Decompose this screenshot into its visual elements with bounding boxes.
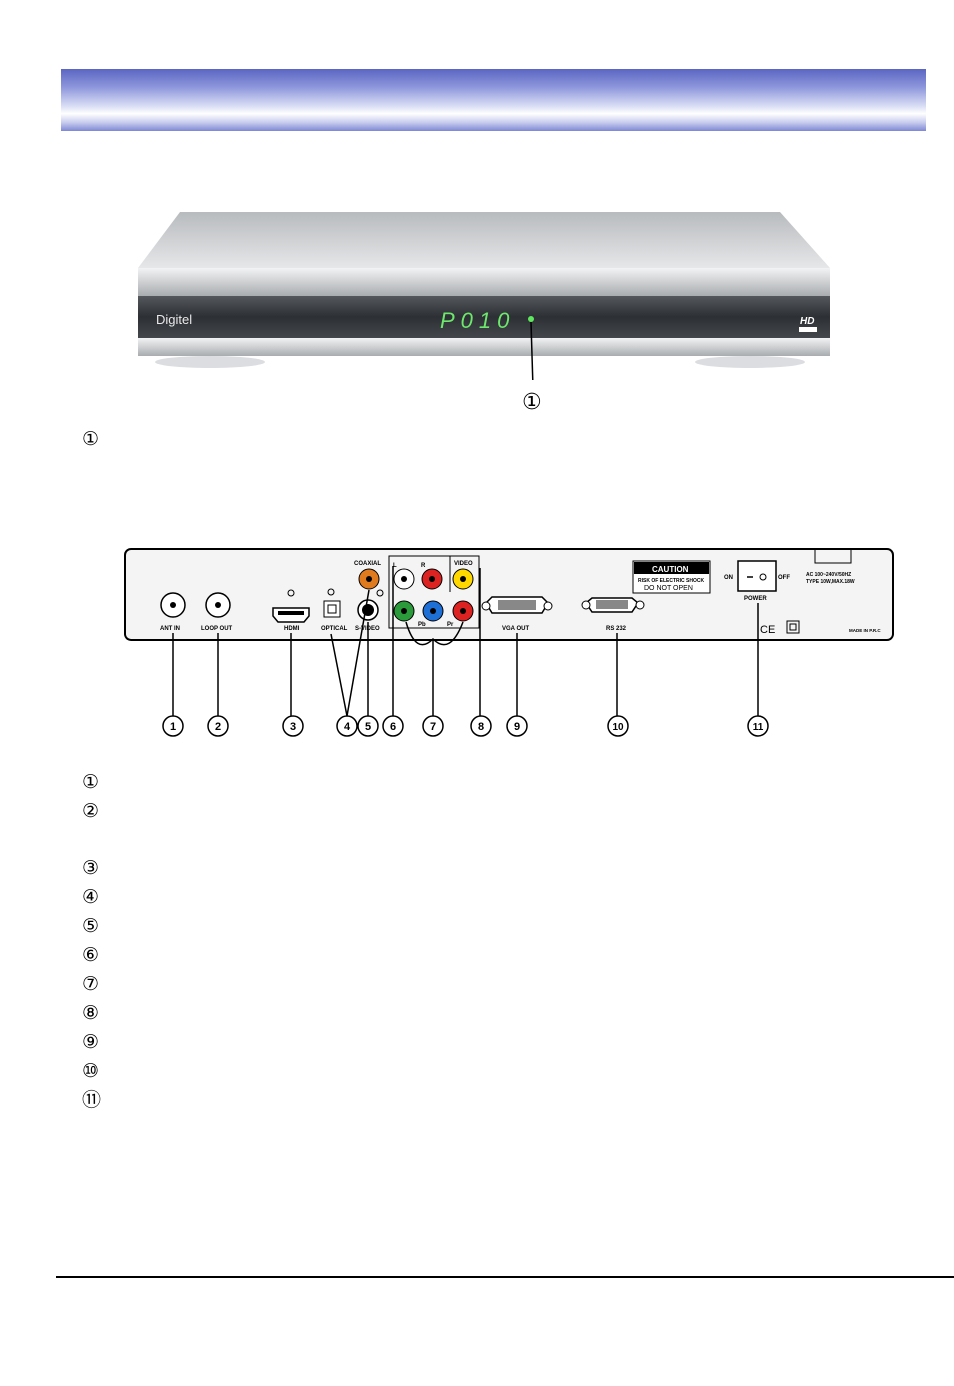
rear-item-8: ⑧ <box>82 1002 100 1024</box>
rear-item-9: ⑨ <box>82 1031 100 1053</box>
top-cover <box>138 212 830 268</box>
label-l: L <box>393 563 397 569</box>
label-loop-out: LOOP OUT <box>201 626 233 632</box>
rear-item-10: ⑩ <box>82 1060 100 1082</box>
made-in: MADE IN P.R.C <box>849 628 881 633</box>
ce-mark: CE <box>760 624 775 636</box>
brand-logo: Digitel <box>156 312 192 327</box>
callout-2: 2 <box>215 721 221 733</box>
header-banner <box>61 69 926 131</box>
callout-7: 7 <box>430 721 436 733</box>
rear-panel-image: ANT IN LOOP OUT HDMI OPTICAL COAXIAL S-V… <box>124 548 894 737</box>
front-lip-top <box>138 268 830 296</box>
rear-item-7: ⑦ <box>82 973 100 995</box>
callout-4: 4 <box>344 721 351 733</box>
front-item-1: ① <box>82 428 100 450</box>
hd-badge: HD <box>800 316 814 327</box>
rear-item-1: ① <box>82 771 100 793</box>
rear-item-11: ⑪ <box>82 1089 102 1111</box>
callout-9: 9 <box>514 721 520 733</box>
callout-8: 8 <box>478 721 484 733</box>
rear-item-4: ④ <box>82 886 100 908</box>
standby-led <box>528 316 534 322</box>
label-video: VIDEO <box>454 561 473 567</box>
label-hdmi: HDMI <box>284 626 300 632</box>
led-display: P010 <box>440 308 515 333</box>
label-r: R <box>421 563 426 569</box>
ac-info-2: TYPE 10W,MAX.18W <box>806 579 855 585</box>
label-pr: Pr <box>447 622 454 628</box>
callout-10: 10 <box>612 722 624 733</box>
callout-11: 11 <box>753 722 764 733</box>
front-face <box>138 296 830 338</box>
label-coaxial: COAXIAL <box>354 561 381 567</box>
callout-5: 5 <box>365 721 371 733</box>
callout-6: 6 <box>390 721 396 733</box>
ac-info-1: AC 100~240V/50HZ <box>806 572 851 578</box>
rear-item-3: ③ <box>82 857 100 879</box>
rear-item-6: ⑥ <box>82 944 100 966</box>
label-ant-in: ANT IN <box>160 626 180 632</box>
rear-item-5: ⑤ <box>82 915 100 937</box>
label-vga: VGA OUT <box>502 626 529 632</box>
label-optical: OPTICAL <box>321 626 348 632</box>
rear-item-2: ② <box>82 800 100 822</box>
caution-donotopen: DO NOT OPEN <box>644 585 693 592</box>
front-lip-bottom <box>138 338 830 356</box>
label-off: OFF <box>778 575 790 581</box>
label-rs232: RS 232 <box>606 626 627 632</box>
label-on: ON <box>724 575 733 581</box>
footer-divider <box>56 1276 954 1278</box>
front-panel-image: Digitel P010 HD <box>138 212 830 380</box>
caution-shock: RISK OF ELECTRIC SHOCK <box>638 578 705 584</box>
front-callout: ① <box>522 390 542 415</box>
label-pb: Pb <box>418 622 426 628</box>
label-power: POWER <box>744 596 767 602</box>
callout-1: 1 <box>170 721 176 733</box>
caution-title: CAUTION <box>652 565 689 574</box>
callout-3: 3 <box>290 721 296 733</box>
